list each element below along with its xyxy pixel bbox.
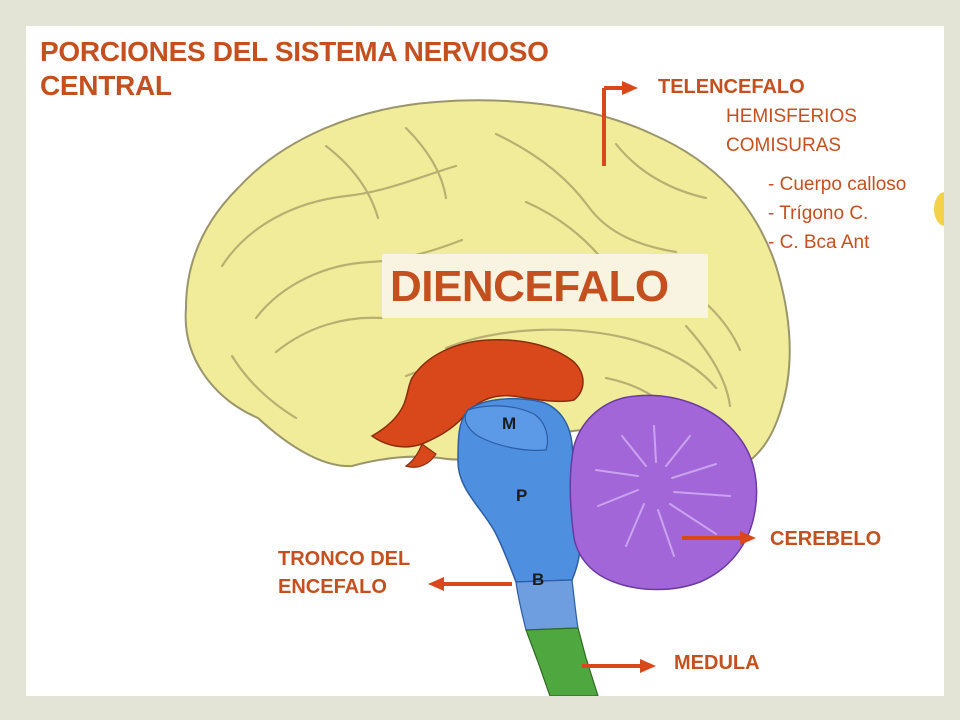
hemisferios-label: HEMISFERIOS [726,106,857,127]
comisura-item: - C. Bca Ant [768,232,870,253]
slide: PORCIONES DEL SISTEMA NERVIOSO CENTRAL T… [26,26,944,696]
diencephalon-region [370,338,584,448]
title-line-1: PORCIONES DEL SISTEMA NERVIOSO [40,36,549,67]
telencefalo-label: TELENCEFALO [658,76,805,98]
region-letter-m: M [502,414,517,433]
slide-bullet-decoration [934,192,944,226]
diencefalo-label: DIENCEFALO [390,262,669,311]
comisura-item: - Trígono C. [768,203,869,224]
tronco-label-line-2: ENCEFALO [278,576,387,598]
medulla-oblongata-region [515,579,579,631]
cerebellum-region [569,394,758,591]
brainstem-region [457,397,582,583]
spinal-cord-region [525,627,599,696]
cerebelo-label: CEREBELO [770,528,882,550]
diencefalo-label-box [382,254,708,318]
region-letter-b: B [532,570,545,589]
tronco-label-line-1: TRONCO DEL [278,548,411,570]
medula-label: MEDULA [674,652,760,674]
comisura-item: - Cuerpo calloso [768,174,907,195]
comisuras-label: COMISURAS [726,135,842,156]
title-line-2: CENTRAL [40,70,172,101]
region-letter-p: P [516,486,528,505]
